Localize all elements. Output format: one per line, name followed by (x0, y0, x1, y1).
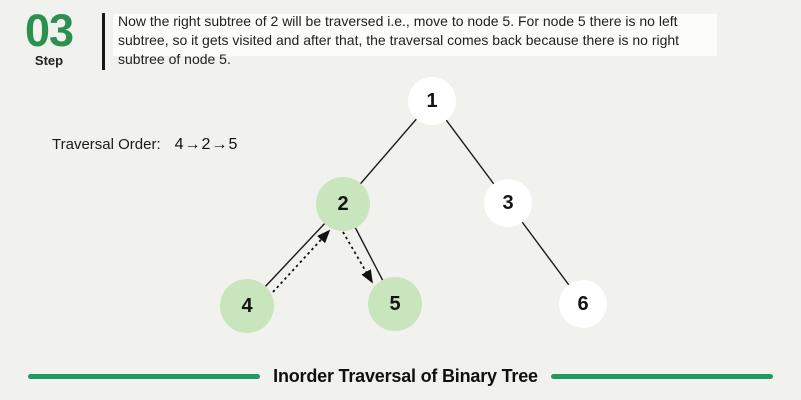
footer-right-bar (550, 373, 773, 379)
footer-left-bar (28, 373, 261, 379)
footer-title: Inorder Traversal of Binary Tree (273, 365, 538, 386)
traversal-order-sequence: 4→2→5 (174, 136, 239, 153)
traversal-arrows (272, 229, 373, 293)
tree-edges (246, 100, 584, 307)
description-highlight-block (113, 14, 717, 56)
tree-node-4: 4 (220, 279, 274, 333)
tree-node-2: 2 (316, 177, 370, 231)
traversal-arrow-2-5 (342, 231, 373, 284)
step-label: Step (34, 53, 64, 68)
traversal-order-label: Traversal Order: (52, 136, 161, 153)
traversal-order: Traversal Order: 4→2→5 (52, 136, 238, 154)
footer: Inorder Traversal of Binary Tree (0, 362, 801, 390)
tree-node-5: 5 (368, 277, 422, 331)
tree-node-3: 3 (484, 179, 532, 227)
traversal-arrow-4-2 (272, 229, 331, 293)
step-description: Now the right subtree of 2 will be trave… (118, 13, 680, 67)
step-divider (102, 13, 105, 70)
tree-node-1: 1 (408, 77, 456, 125)
step-number: 03 (24, 5, 74, 56)
tree-node-6: 6 (559, 280, 607, 328)
